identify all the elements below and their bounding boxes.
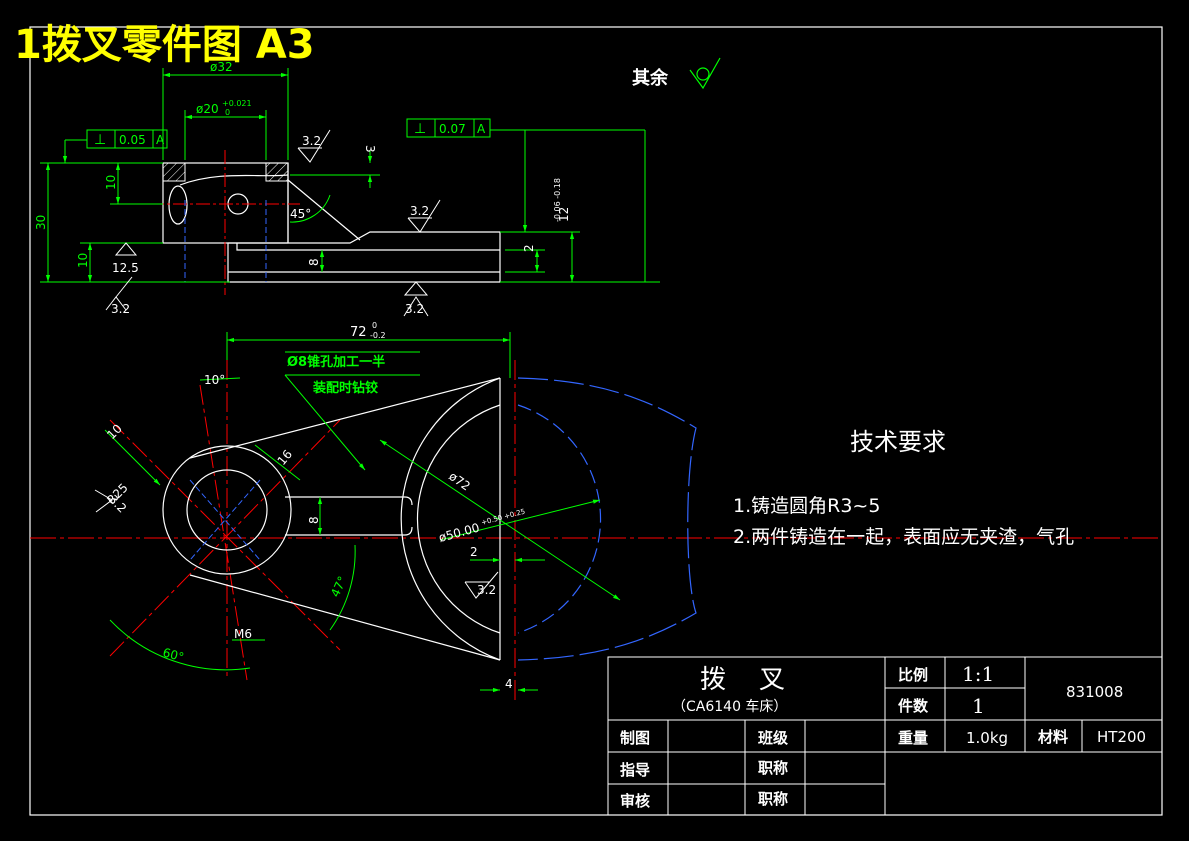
- dim-72-tol-low: -0.2: [370, 331, 386, 340]
- dim-12-tol: -0.06 -0.18: [553, 178, 562, 222]
- count-value: 1: [972, 694, 985, 718]
- dim-3: 3: [363, 145, 377, 153]
- callout-line2: 装配时钻铰: [312, 380, 378, 396]
- svg-text:0.05: 0.05: [119, 133, 146, 147]
- drawing-number: 831008: [1066, 683, 1123, 701]
- dim-8-top: 8: [307, 258, 321, 266]
- scale-label: 比例: [898, 666, 928, 684]
- sheet-border: [29, 26, 1163, 816]
- dim-d20: ø20: [196, 102, 219, 116]
- svg-text:0.07: 0.07: [439, 122, 466, 136]
- callout-line1: Ø8锥孔加工一半: [287, 354, 385, 370]
- dim-2-top: 2: [522, 244, 536, 252]
- dim-12: 12: [557, 207, 571, 222]
- dim-d32: ø32: [210, 60, 233, 74]
- tech-heading: 技术要求: [850, 428, 946, 456]
- svg-text:⊥: ⊥: [94, 132, 106, 148]
- material-label: 材料: [1038, 728, 1068, 746]
- title-label-1: 职称: [758, 759, 788, 777]
- roughness-symbol-icon: [689, 57, 721, 90]
- front-section-view: ø32 ø20 +0.021 0 30 10 10 8 3 45° 2 12 -…: [34, 60, 660, 317]
- dim-d50: ø50.00: [437, 521, 481, 545]
- title-block: [607, 656, 1163, 816]
- dim-m6: M6: [234, 627, 252, 641]
- roughness-note-label: 其余: [632, 67, 669, 89]
- dim-10-deg: 10°: [204, 373, 225, 387]
- dim-10-diag: 10: [104, 421, 125, 442]
- dim-8-plan: 8: [307, 516, 321, 524]
- roughness-r6: 12.5: [112, 261, 139, 275]
- tech-item-2: 2.两件铸造在一起，表面应无夹渣，气孔: [733, 526, 1074, 548]
- dim-16: 16: [275, 447, 296, 468]
- dim-72-len: 72: [350, 325, 367, 340]
- title-label-2: 职称: [758, 790, 788, 808]
- roughness-r3: 3.2: [111, 302, 130, 316]
- tech-item-1: 1.铸造圆角R3~5: [733, 495, 880, 517]
- count-label: 件数: [898, 697, 929, 715]
- svg-text:A: A: [477, 122, 486, 136]
- scale-value: 1:1: [962, 662, 994, 686]
- dim-30: 30: [34, 215, 48, 230]
- check-label: 审核: [620, 792, 650, 810]
- guide-label: 指导: [620, 761, 650, 779]
- dim-4: 4: [505, 677, 513, 691]
- dim-d72: ø72: [446, 469, 473, 493]
- dim-10-lower: 10: [76, 253, 90, 268]
- drawing-title: 1拨叉零件图 A3: [14, 22, 315, 68]
- svg-text:A: A: [156, 133, 165, 147]
- dim-47: 47°: [328, 574, 350, 599]
- class-label: 班级: [758, 729, 789, 747]
- roughness-r1: 3.2: [302, 134, 321, 148]
- weight-value: 1.0kg: [966, 729, 1008, 747]
- svg-text:⊥: ⊥: [414, 121, 426, 137]
- part-machine: （CA6140 车床）: [672, 698, 787, 715]
- part-name: 拨 叉: [700, 665, 785, 695]
- roughness-r2: 3.2: [410, 204, 429, 218]
- dim-72-tol-up: 0: [372, 321, 377, 330]
- dim-60: 60°: [161, 645, 185, 664]
- weight-label: 重量: [898, 729, 928, 747]
- dim-d20-tol-up: +0.021: [222, 99, 252, 108]
- draw-label: 制图: [620, 729, 650, 747]
- gdt-frame-2: ⊥ 0.07 A: [406, 118, 491, 138]
- plan-view: 72 0 -0.2 Ø8锥孔加工一半 装配时钻铰 10° 10 R25 16 ø…: [30, 321, 1162, 700]
- material-value: HT200: [1097, 728, 1146, 746]
- roughness-r4: 3.2: [405, 302, 424, 316]
- dim-10-upper: 10: [104, 175, 118, 190]
- gdt-frame-1: ⊥ 0.05 A: [86, 129, 168, 149]
- dim-45: 45°: [290, 207, 311, 221]
- dim-2-plan: 2: [470, 545, 478, 559]
- roughness-r5: 3.2: [477, 583, 496, 597]
- dim-d20-tol-low: 0: [225, 108, 230, 117]
